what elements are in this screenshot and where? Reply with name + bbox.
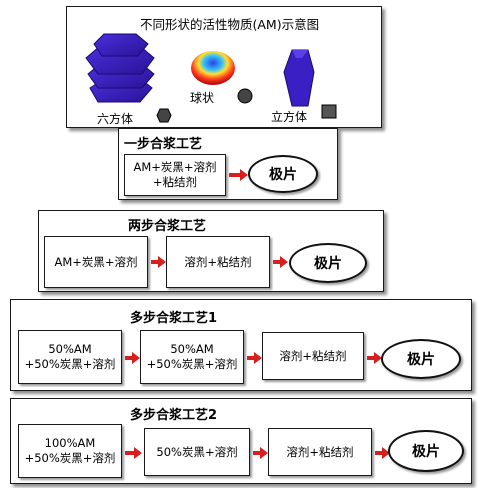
process-multi-step-1-title: 多步合浆工艺1: [130, 311, 218, 326]
step-line-2: +50%炭黑+溶剂: [24, 451, 116, 465]
electrode-result: 极片: [289, 243, 367, 283]
flow-arrow: [253, 447, 268, 459]
flow-arrow: [375, 447, 390, 459]
multi-step-1-mix-box-2: 50%AM +50%炭黑+溶剂: [140, 330, 244, 384]
step-line-1: 溶剂+粘结剂: [184, 254, 252, 269]
electrode-result: 极片: [388, 430, 464, 472]
flow-arrow: [229, 169, 248, 181]
spherical-label: 球状: [190, 91, 215, 105]
flow-arrow: [125, 352, 140, 364]
step-line-1: 50%AM: [170, 342, 214, 356]
flow-arrow: [367, 352, 382, 364]
step-line-1: 50%AM: [48, 342, 92, 356]
two-step-mix-box-1: AM+炭黑+溶剂: [44, 236, 148, 288]
step-line-2: +粘结剂: [152, 175, 198, 189]
multi-step-1-mix-box-3: 溶剂+粘结剂: [262, 332, 364, 380]
am-shapes-title: 不同形状的活性物质(AM)示意图: [140, 17, 320, 32]
cubic-particle-image: [283, 49, 315, 107]
one-step-mix-box: AM+炭黑+溶剂 +粘结剂: [124, 154, 226, 196]
process-two-step-title: 两步合浆工艺: [128, 219, 207, 234]
step-line-1: 100%AM: [44, 436, 96, 450]
step-line-1: 50%炭黑+溶剂: [156, 444, 238, 459]
step-line-2: +50%炭黑+溶剂: [24, 357, 116, 371]
hexagonal-particle-image: [85, 33, 155, 103]
flow-arrow: [273, 256, 288, 268]
spherical-particle-image: [191, 51, 235, 85]
hexagonal-label: 六方体: [97, 112, 134, 126]
electrode-result: 极片: [248, 155, 318, 193]
step-line-1: AM+炭黑+溶剂: [133, 160, 217, 174]
process-multi-step-2-title: 多步合浆工艺2: [130, 408, 218, 423]
process-one-step-title: 一步合浆工艺: [124, 137, 203, 152]
step-line-1: 溶剂+粘结剂: [279, 348, 347, 363]
square-icon: [321, 104, 337, 119]
flow-arrow: [125, 447, 142, 459]
flow-arrow: [247, 352, 262, 364]
cubic-label: 立方体: [271, 110, 308, 124]
multi-step-2-mix-box-2: 50%炭黑+溶剂: [144, 428, 250, 476]
step-line-1: AM+炭黑+溶剂: [54, 254, 138, 269]
multi-step-1-mix-box-1: 50%AM +50%炭黑+溶剂: [18, 330, 122, 384]
multi-step-2-mix-box-3: 溶剂+粘结剂: [268, 428, 372, 476]
electrode-result: 极片: [381, 339, 461, 379]
two-step-mix-box-2: 溶剂+粘结剂: [166, 236, 270, 288]
multi-step-2-mix-box-1: 100%AM +50%炭黑+溶剂: [18, 424, 122, 478]
circle-icon: [237, 88, 253, 104]
step-line-2: +50%炭黑+溶剂: [146, 357, 238, 371]
hexagon-icon: [156, 108, 172, 123]
flow-arrow: [151, 256, 166, 268]
step-line-1: 溶剂+粘结剂: [286, 444, 354, 459]
